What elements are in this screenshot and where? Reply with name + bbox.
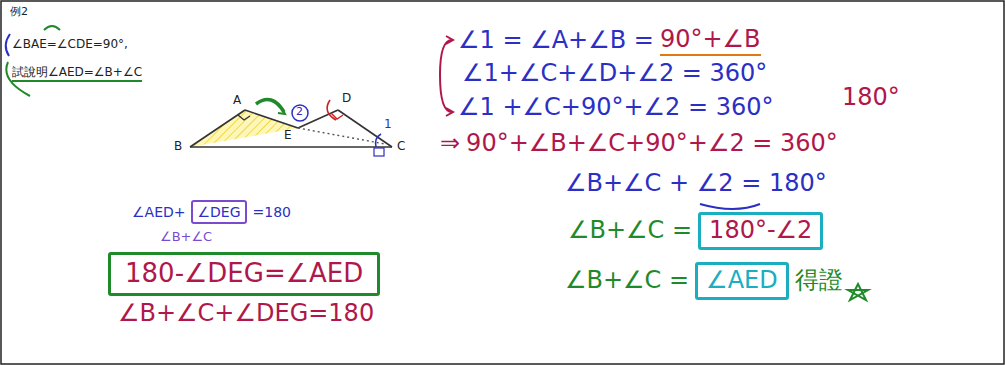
handwritten-note: ∠B+∠C+∠DEG=180 [118,300,374,328]
handwritten-note: ∠B+∠C [160,230,212,245]
quadrilateral [190,110,392,147]
point-label: A [233,94,241,108]
dotted-line [298,128,385,144]
handwritten-note: ∠B+∠C = [565,267,689,295]
point-label: B [174,140,182,154]
handwritten-note: ∠1 +∠C+90°+∠2 = 360° [458,94,774,122]
boxed-term: 180-∠DEG=∠AED [108,252,380,296]
boxed-term: ∠AED [695,262,789,300]
arrow-head [446,108,453,116]
boxed-term: 180°-∠2 [698,212,823,250]
arrow-head [446,36,453,44]
angle-circle [292,105,308,121]
boxed-text: 180°-∠2 [709,217,812,245]
right-angle-mark [238,115,250,120]
hatched-region [190,110,298,147]
handwritten-note: =180 [253,204,291,220]
boxed-text: ∠DEG [197,204,240,220]
handwritten-note: 90°+∠B [660,26,761,56]
point-label: 2 [296,106,303,119]
handwritten-note: ∠1 = ∠A+∠B = [458,27,654,55]
angle-arc [256,100,284,113]
circle-mark [6,34,10,56]
arrow-head [278,108,285,114]
handwritten-note: 例2 [10,6,28,19]
boxed-text: ∠AED [706,267,778,295]
boxed-text: 180-∠DEG=∠AED [125,259,363,289]
curve-mark [44,26,60,30]
handwritten-note: ∠BAE=∠CDE=90°, [12,38,128,52]
handwritten-note: 試說明∠AED=∠B+∠C [12,66,142,82]
handwritten-note: ⇒ [440,130,460,158]
handwritten-note: 得證 [795,267,843,295]
handwritten-note: ∠1+∠C+∠D+∠2 = 360° [462,60,767,88]
point-label: E [284,129,292,143]
point-label: C [397,140,405,154]
angle-arc [376,134,381,147]
handwritten-note: 180° [842,84,900,112]
point-label: D [342,92,351,106]
star-mark [848,284,868,300]
handwritten-note: ∠B+∠C + ∠2 = 180° [565,170,827,198]
angle-mark [374,148,384,156]
point-label: 1 [384,118,392,132]
angle-arc [327,100,336,120]
boxed-term: ∠DEG [191,200,246,224]
curve-mark [700,204,760,209]
handwritten-note: ∠B+∠C = [568,217,692,245]
handwritten-note: 90°+∠B+∠C+90°+∠2 = 360° [466,130,838,158]
brace [440,40,452,112]
handwritten-note: ∠AED+ [132,204,185,220]
